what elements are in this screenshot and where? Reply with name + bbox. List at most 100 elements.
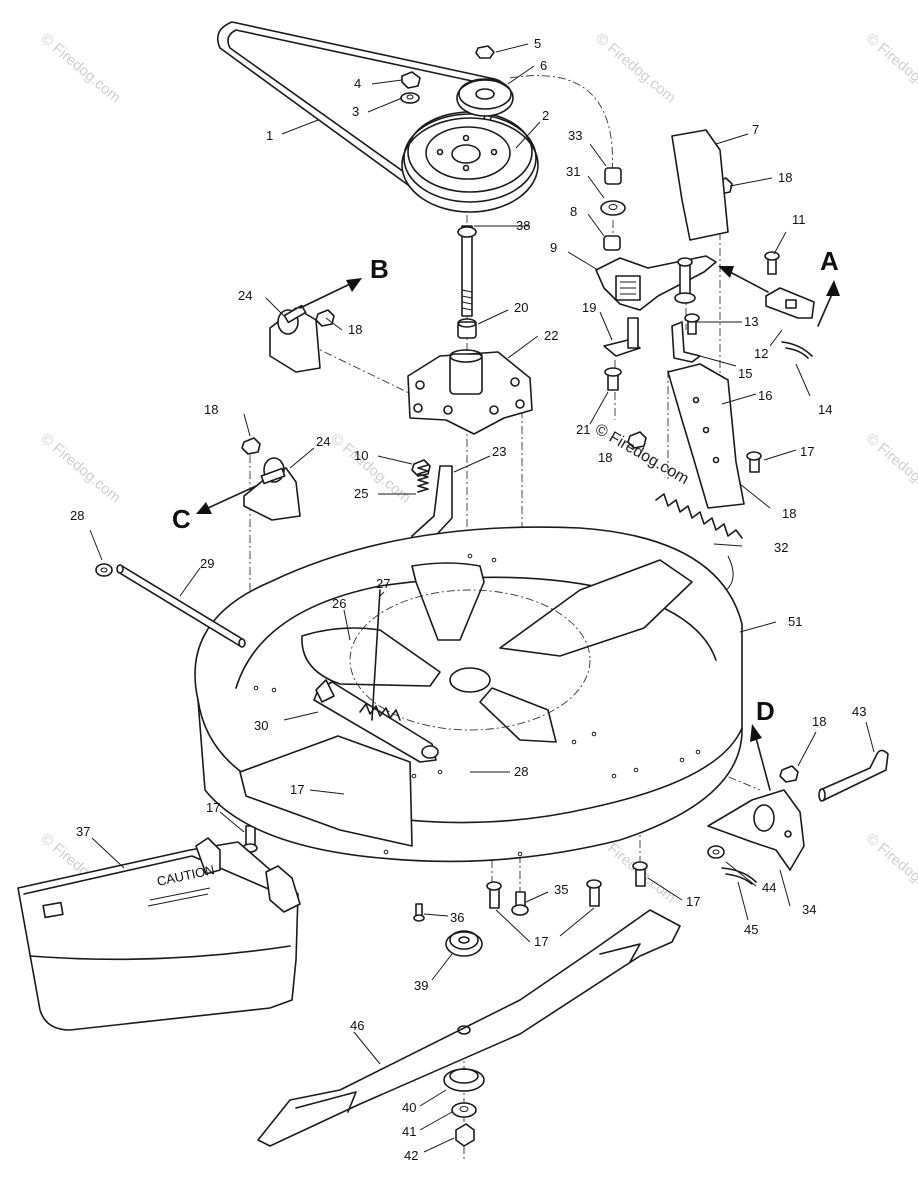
callout-27: 27 [376,576,390,591]
callout-42: 42 [404,1148,418,1163]
deck-holes [253,553,701,857]
callout-11: 11 [792,212,806,227]
bushings-stack [600,167,626,251]
spindle-housing [407,349,533,435]
callout-7: 7 [752,122,759,137]
callout-5: 5 [534,36,541,51]
watermark: © Firedog.com [592,30,678,106]
bolt-21 [604,367,622,391]
watermark: © Firedog.com [37,30,123,106]
watermark: © Firedog.com [862,430,918,506]
callout-31: 31 [566,164,580,179]
bolt-35 [511,891,529,916]
callout-9: 9 [550,240,557,255]
watermark: © Firedog.com [862,830,918,906]
callout-18f: 18 [812,714,826,729]
callout-13: 13 [744,314,758,329]
cotter-pin-14 [781,341,813,359]
callout-30: 30 [254,718,268,733]
callout-20: 20 [514,300,528,315]
callout-51: 51 [788,614,802,629]
screw-36 [413,903,425,922]
callout-4: 4 [354,76,361,91]
watermark: © Firedog.com [862,30,918,106]
callout-6: 6 [540,58,547,73]
callout-38: 38 [516,218,530,233]
callout-17c: 17 [206,800,220,815]
washer-40 [443,1068,485,1092]
callout-8: 8 [570,204,577,219]
callout-18a: 18 [778,170,792,185]
callout-numbers: 1 2 3 4 5 6 7 18 33 31 8 9 11 13 12 14 1… [70,36,866,1163]
callout-2: 2 [542,108,549,123]
idler-pulley [456,45,514,117]
mower-blade [257,909,681,1147]
callout-46: 46 [350,1018,364,1033]
callout-40: 40 [402,1100,416,1115]
watermark: © Firedog.com [37,430,123,506]
idler-bracket-top [671,129,729,241]
callout-24a: 24 [238,288,252,303]
callout-43: 43 [852,704,866,719]
callout-21: 21 [576,422,590,437]
spindle-shaft [457,225,477,317]
latch-12 [765,287,815,319]
callout-45: 45 [744,922,758,937]
callout-35: 35 [554,882,568,897]
screw-11 [764,251,780,275]
callout-34: 34 [802,902,816,917]
callout-23: 23 [492,444,506,459]
washer-and-nut [400,71,421,104]
callout-25: 25 [354,486,368,501]
callout-17e: 17 [534,934,548,949]
washer-41 [451,1102,477,1118]
callout-26: 26 [332,596,346,611]
callout-29: 29 [200,556,214,571]
rod-43 [818,749,889,802]
callout-10: 10 [354,448,368,463]
rod-29 [116,564,246,648]
callout-18b: 18 [782,506,796,521]
callout-1: 1 [266,128,273,143]
callout-18e: 18 [204,402,218,417]
idler-arm [595,255,717,311]
callout-39: 39 [414,978,428,993]
callout-12: 12 [754,346,768,361]
callout-15: 15 [738,366,752,381]
callout-32: 32 [774,540,788,555]
leader-lines [89,43,875,1153]
mower-deck-housing [194,526,743,863]
small-bracket-19 [603,317,641,357]
callout-22: 22 [544,328,558,343]
callout-3: 3 [352,104,359,119]
callout-18c: 18 [598,450,612,465]
view-letters: A B C D [172,246,839,726]
callout-18d: 18 [348,322,362,337]
callout-17d: 17 [686,894,700,909]
callout-33: 33 [568,128,582,143]
callout-28b: 28 [514,764,528,779]
idler-bracket-plate [667,363,745,509]
lift-spring [417,464,429,493]
spindle-bushing [457,318,477,339]
watermark: © Firedog.com [327,430,413,506]
callout-19: 19 [582,300,596,315]
callout-17b: 17 [290,782,304,797]
spindle-pulley [401,111,539,213]
view-letter-b: B [370,254,389,284]
lift-link-rod [313,589,439,763]
washer-44 [707,845,725,859]
pin-45 [721,867,757,885]
discharge-chute: CAUTION [17,837,301,1031]
callout-37: 37 [76,824,90,839]
deck-hanger-bracket-front [243,457,301,521]
nut-42 [455,1123,475,1147]
callout-28a: 28 [70,508,84,523]
view-arrows [196,266,840,791]
bracket-34 [707,789,805,871]
callout-44: 44 [762,880,776,895]
callout-16: 16 [758,388,772,403]
callout-14: 14 [818,402,832,417]
bearing-39 [445,930,483,957]
